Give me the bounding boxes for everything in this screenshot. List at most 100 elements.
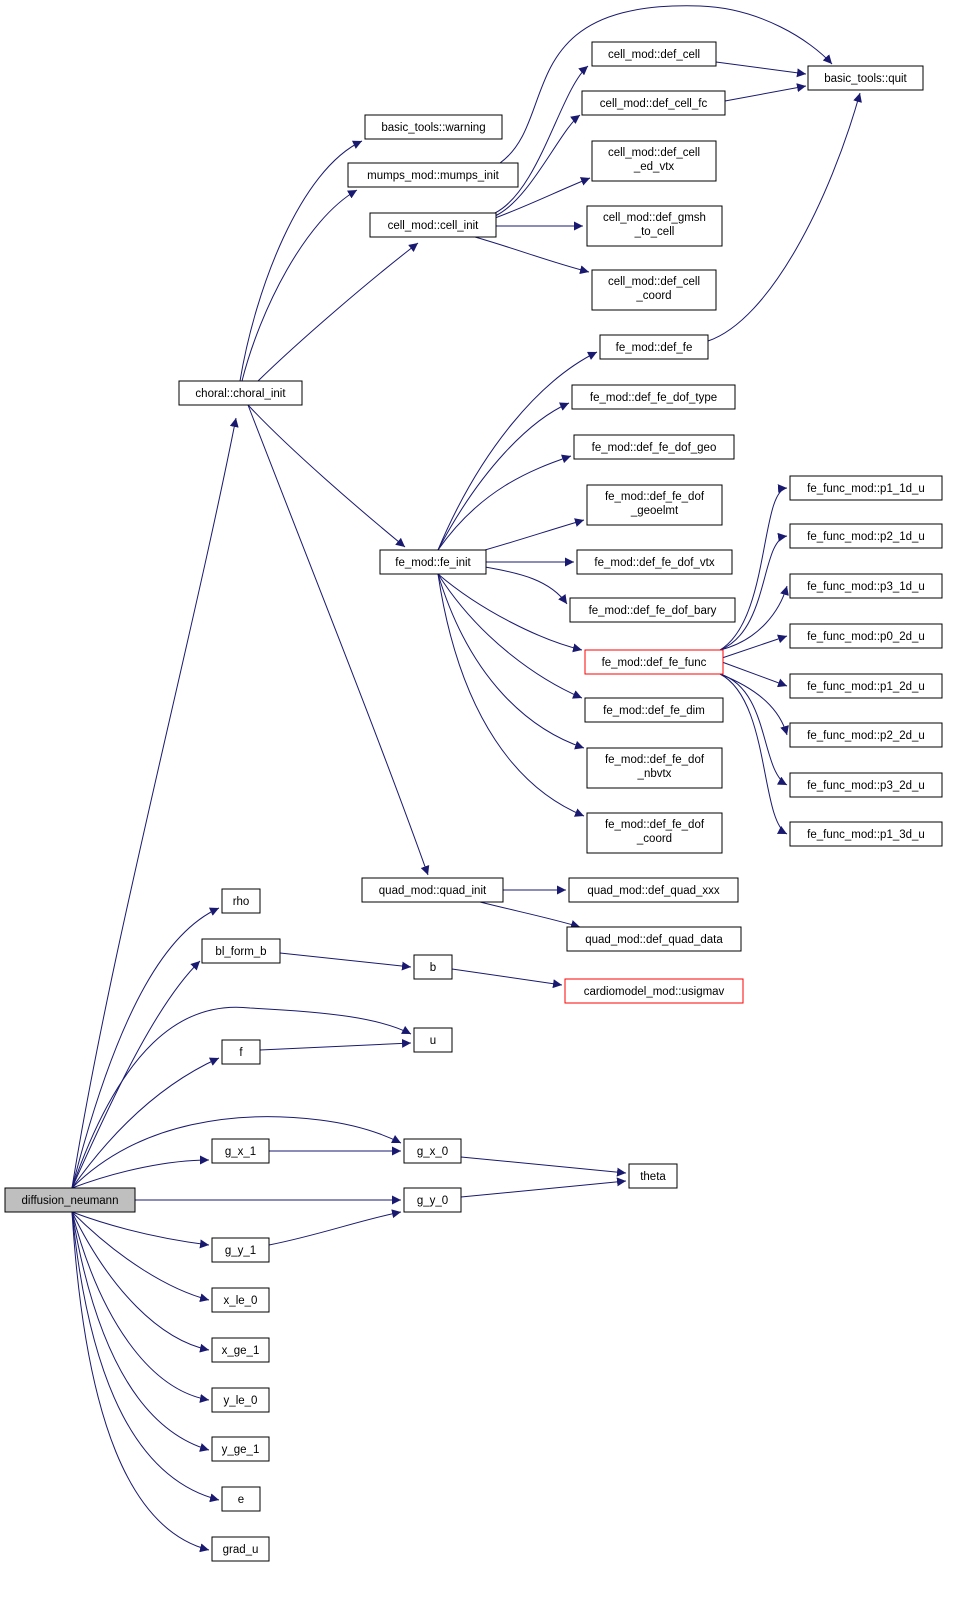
node-def-quad-xxx[interactable]: quad_mod::def_quad_xxx bbox=[568, 877, 739, 903]
call-edge bbox=[494, 177, 591, 219]
node-def-fe-dim[interactable]: fe_mod::def_fe_dim bbox=[584, 697, 724, 723]
node-box bbox=[789, 821, 943, 847]
node-label: y_le_0 bbox=[224, 1395, 258, 1407]
node-box bbox=[628, 1163, 678, 1189]
node-p1-2d-u[interactable]: fe_func_mod::p1_2d_u bbox=[789, 673, 943, 699]
node-label: cell_mod::cell_init bbox=[388, 220, 480, 232]
node-label: diffusion_neumann bbox=[22, 1195, 119, 1207]
node-quit[interactable]: basic_tools::quit bbox=[807, 65, 924, 91]
node-box bbox=[211, 1536, 270, 1562]
node-g-x-0[interactable]: g_x_0 bbox=[403, 1138, 462, 1164]
node-def-cell[interactable]: cell_mod::def_cell bbox=[591, 41, 717, 67]
node-rho[interactable]: rho bbox=[221, 888, 261, 914]
node-def-fe-dof-type[interactable]: fe_mod::def_fe_dof_type bbox=[571, 384, 736, 410]
node-def-fe-dof-vtx[interactable]: fe_mod::def_fe_dof_vtx bbox=[576, 549, 733, 575]
node-theta[interactable]: theta bbox=[628, 1163, 678, 1189]
node-choral-init[interactable]: choral::choral_init bbox=[178, 380, 303, 406]
node-def-fe-dof-nbvtx[interactable]: fe_mod::def_fe_dof_nbvtx bbox=[586, 747, 723, 789]
node-usigmav[interactable]: cardiomodel_mod::usigmav bbox=[564, 978, 744, 1004]
node-p2-1d-u[interactable]: fe_func_mod::p2_1d_u bbox=[789, 523, 943, 549]
node-p0-2d-u[interactable]: fe_func_mod::p0_2d_u bbox=[789, 623, 943, 649]
node-label: _ed_vtx bbox=[633, 161, 675, 173]
node-g-y-0[interactable]: g_y_0 bbox=[403, 1187, 462, 1213]
node-label: theta bbox=[640, 1171, 666, 1183]
node-label: fe_mod::def_fe_dof_type bbox=[590, 392, 717, 404]
node-box bbox=[569, 597, 736, 623]
node-def-fe[interactable]: fe_mod::def_fe bbox=[599, 334, 709, 360]
node-x-le-0[interactable]: x_le_0 bbox=[211, 1287, 270, 1313]
call-edge bbox=[71, 960, 201, 1189]
node-box bbox=[576, 549, 733, 575]
node-label: fe_func_mod::p2_1d_u bbox=[807, 531, 925, 543]
node-p3-2d-u[interactable]: fe_func_mod::p3_2d_u bbox=[789, 772, 943, 798]
node-p2-2d-u[interactable]: fe_func_mod::p2_2d_u bbox=[789, 722, 943, 748]
node-p1-1d-u[interactable]: fe_func_mod::p1_1d_u bbox=[789, 475, 943, 501]
node-quad-init[interactable]: quad_mod::quad_init bbox=[361, 877, 504, 903]
node-def-fe-dof-geo[interactable]: fe_mod::def_fe_dof_geo bbox=[573, 434, 735, 460]
node-label: fe_func_mod::p3_2d_u bbox=[807, 780, 925, 792]
call-edge bbox=[71, 1211, 220, 1503]
node-mumps-init[interactable]: mumps_mod::mumps_init bbox=[347, 162, 519, 188]
node-p3-1d-u[interactable]: fe_func_mod::p3_1d_u bbox=[789, 573, 943, 599]
node-cell-init[interactable]: cell_mod::cell_init bbox=[369, 212, 497, 238]
node-label: basic_tools::quit bbox=[824, 73, 907, 85]
call-edge bbox=[279, 952, 412, 971]
node-def-gmsh-to-cell[interactable]: cell_mod::def_gmsh_to_cell bbox=[586, 205, 723, 247]
call-edge bbox=[437, 573, 585, 817]
node-label: cell_mod::def_cell_fc bbox=[600, 98, 708, 110]
node-b[interactable]: b bbox=[413, 954, 453, 980]
call-edge bbox=[239, 140, 363, 382]
node-label: fe_func_mod::p0_2d_u bbox=[807, 631, 925, 643]
node-y-ge-1[interactable]: y_ge_1 bbox=[211, 1436, 270, 1462]
node-box bbox=[413, 954, 453, 980]
node-def-quad-data[interactable]: quad_mod::def_quad_data bbox=[566, 926, 742, 952]
node-def-fe-dof-bary[interactable]: fe_mod::def_fe_dof_bary bbox=[569, 597, 736, 623]
node-box bbox=[789, 475, 943, 501]
node-box bbox=[591, 41, 717, 67]
node-def-fe-func[interactable]: fe_mod::def_fe_func bbox=[584, 649, 724, 675]
node-grad-u[interactable]: grad_u bbox=[211, 1536, 270, 1562]
node-label: _to_cell bbox=[634, 226, 675, 238]
node-box bbox=[379, 549, 487, 575]
node-label: g_x_0 bbox=[417, 1146, 448, 1158]
node-box bbox=[4, 1187, 136, 1213]
node-label: fe_mod::fe_init bbox=[395, 557, 471, 569]
node-box bbox=[584, 649, 724, 675]
node-def-fe-dof-geoelmt[interactable]: fe_mod::def_fe_dof_geoelmt bbox=[586, 484, 723, 526]
node-x-ge-1[interactable]: x_ge_1 bbox=[211, 1337, 270, 1363]
call-edge bbox=[259, 1038, 412, 1051]
node-g-x-1[interactable]: g_x_1 bbox=[211, 1138, 270, 1164]
node-diffusion-neumann[interactable]: diffusion_neumann bbox=[4, 1187, 136, 1213]
node-box bbox=[221, 888, 261, 914]
node-box bbox=[413, 1027, 453, 1053]
call-edge bbox=[71, 1211, 210, 1249]
node-def-cell-fc[interactable]: cell_mod::def_cell_fc bbox=[581, 90, 726, 116]
node-def-cell-ed-vtx[interactable]: cell_mod::def_cell_ed_vtx bbox=[591, 140, 717, 182]
call-edge bbox=[437, 573, 583, 699]
node-y-le-0[interactable]: y_le_0 bbox=[211, 1387, 270, 1413]
call-edge bbox=[257, 242, 419, 382]
node-def-cell-coord[interactable]: cell_mod::def_cell_coord bbox=[591, 269, 717, 311]
node-label: fe_func_mod::p2_2d_u bbox=[807, 730, 925, 742]
node-p1-3d-u[interactable]: fe_func_mod::p1_3d_u bbox=[789, 821, 943, 847]
node-e[interactable]: e bbox=[221, 1486, 261, 1512]
node-u[interactable]: u bbox=[413, 1027, 453, 1053]
node-def-fe-dof-coord[interactable]: fe_mod::def_fe_dof_coord bbox=[586, 812, 723, 854]
call-edge bbox=[719, 532, 788, 651]
node-warning[interactable]: basic_tools::warning bbox=[364, 114, 503, 140]
node-label: f bbox=[239, 1047, 243, 1059]
call-edge bbox=[71, 907, 220, 1189]
node-label: fe_func_mod::p3_1d_u bbox=[807, 581, 925, 593]
node-bl-form-b[interactable]: bl_form_b bbox=[201, 938, 281, 964]
node-label: e bbox=[238, 1494, 244, 1506]
node-fe-init[interactable]: fe_mod::fe_init bbox=[379, 549, 487, 575]
call-edge bbox=[719, 673, 788, 835]
call-edge bbox=[437, 402, 570, 551]
node-f[interactable]: f bbox=[221, 1039, 261, 1065]
node-label: fe_mod::def_fe_dof bbox=[605, 819, 705, 831]
node-label: grad_u bbox=[223, 1544, 259, 1556]
node-g-y-1[interactable]: g_y_1 bbox=[211, 1237, 270, 1263]
node-label: basic_tools::warning bbox=[381, 122, 485, 134]
call-edge bbox=[719, 673, 789, 736]
node-label: g_y_1 bbox=[225, 1245, 256, 1257]
